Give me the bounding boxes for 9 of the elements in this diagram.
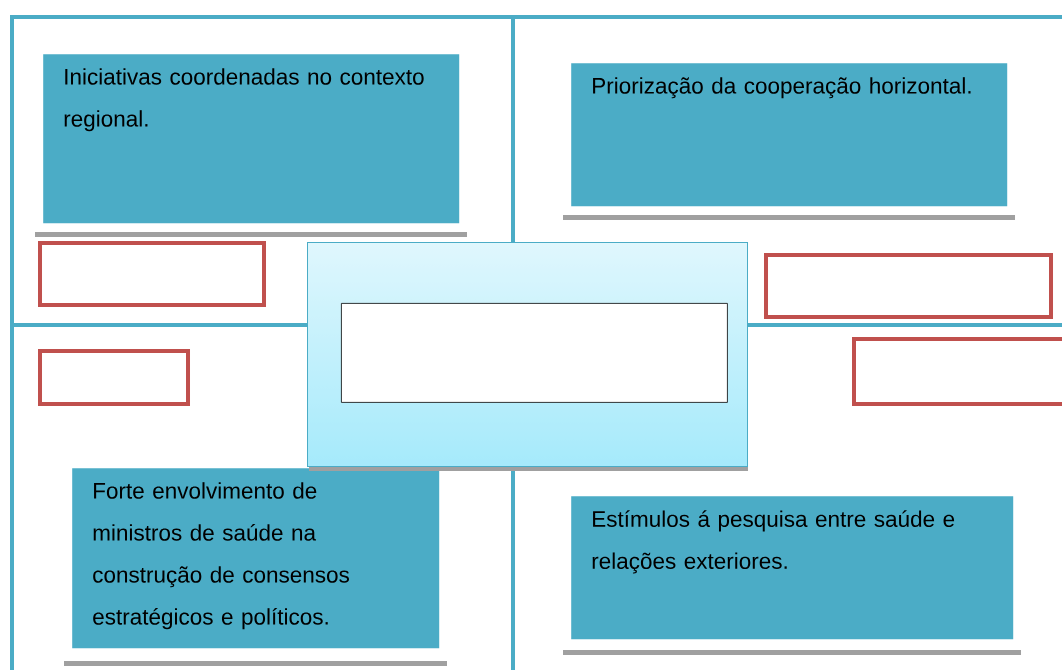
text-card: Estímulos á pesquisa entre saúde e relações exteriores. xyxy=(563,490,1021,655)
empty-box xyxy=(38,349,190,406)
empty-box xyxy=(764,253,1053,319)
text-card: Priorização da cooperação horizontal. xyxy=(563,60,1015,220)
empty-box xyxy=(852,337,1062,406)
text-card: Forte envolvimento de ministros de saúde na construção de consensos estratégicos e políticos. xyxy=(64,460,447,666)
empty-box xyxy=(38,241,266,307)
empty-box xyxy=(341,303,728,403)
text-card: Iniciativas coordenadas no contexto regional. xyxy=(35,50,467,237)
